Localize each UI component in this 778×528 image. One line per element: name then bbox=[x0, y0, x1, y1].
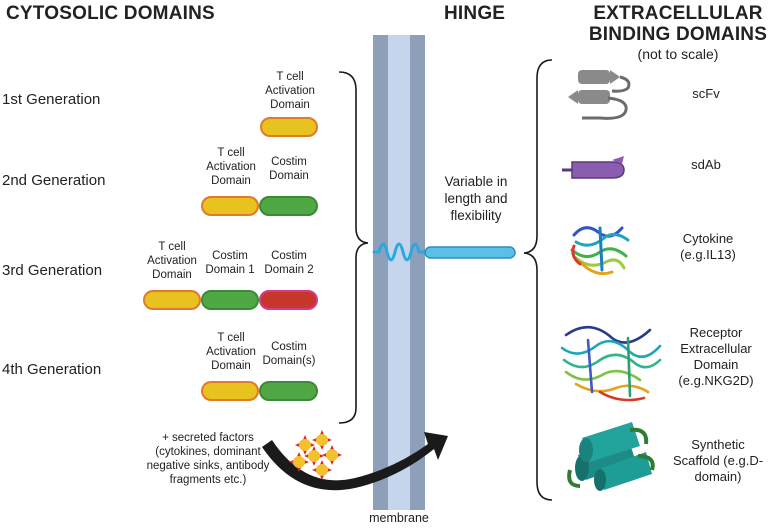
receptor-ecd-icon bbox=[560, 325, 662, 402]
cytosolic-heading: CYTOSOLIC DOMAINS bbox=[6, 3, 215, 24]
g4-costim-line2: Domain(s) bbox=[262, 355, 316, 367]
cytokine-icon bbox=[570, 226, 630, 276]
secreted-line3: negative sinks, antibody bbox=[146, 460, 270, 472]
synthetic-line3: domain) bbox=[694, 469, 742, 484]
hinge-description: Variable in length and flexibility bbox=[430, 173, 522, 224]
g2-costim-label: Costim Domain bbox=[259, 155, 319, 183]
hinge-text-line1: Variable in bbox=[444, 174, 508, 189]
g1-activation-domain bbox=[260, 117, 318, 137]
gen1-label: 1st Generation bbox=[2, 91, 101, 108]
g3-costim1-label: Costim Domain 1 bbox=[200, 249, 260, 277]
receptor-line4: (e.g.NKG2D) bbox=[678, 373, 754, 388]
synthetic-scaffold-icon bbox=[567, 422, 655, 491]
not-to-scale-note: (not to scale) bbox=[637, 46, 719, 62]
g4-tcell-label: T cell Activation Domain bbox=[200, 331, 262, 373]
g3-costim2-line1: Costim bbox=[271, 250, 307, 262]
membrane-label: membrane bbox=[369, 511, 429, 525]
gen3-label: 3rd Generation bbox=[2, 262, 103, 279]
g3-tcell-line1: T cell bbox=[158, 241, 186, 253]
g3-tcell-line2: Activation bbox=[147, 255, 197, 267]
g4-costim-domain bbox=[259, 381, 318, 401]
g4-costim-label: Costim Domain(s) bbox=[259, 340, 319, 368]
g3-costim2-line2: Domain 2 bbox=[264, 264, 314, 276]
g4-tcell-line2: Activation bbox=[206, 346, 256, 358]
g4-costim-line1: Costim bbox=[271, 341, 307, 353]
g1-tcell-label: T cell Activation Domain bbox=[259, 70, 321, 112]
g2-costim-line2: Domain bbox=[269, 170, 309, 182]
synthetic-label: Synthetic Scaffold (e.g.D- domain) bbox=[664, 437, 772, 485]
secreted-factors-text: + secreted factors (cytokines, dominant … bbox=[133, 431, 283, 487]
g3-tcell-label: T cell Activation Domain bbox=[142, 240, 202, 282]
secreted-line1: + secreted factors bbox=[162, 432, 254, 444]
g1-tcell-line2: Activation bbox=[265, 85, 315, 97]
secreted-line2: (cytokines, dominant bbox=[155, 446, 261, 458]
g2-activation-domain bbox=[201, 196, 259, 216]
secretion-arrow bbox=[262, 432, 448, 491]
sdab-icon bbox=[562, 156, 625, 179]
synthetic-line2: Scaffold (e.g.D- bbox=[672, 453, 764, 468]
g3-costim1-domain bbox=[201, 290, 259, 310]
cytokine-line1: Cytokine bbox=[682, 231, 734, 246]
extracellular-heading-line2: BINDING DOMAINS bbox=[588, 24, 768, 45]
receptor-line3: Domain bbox=[693, 357, 739, 372]
g1-tcell-line3: Domain bbox=[270, 99, 310, 111]
sdab-label: sdAb bbox=[691, 157, 721, 172]
receptor-label: Receptor Extracellular Domain (e.g.NKG2D… bbox=[666, 325, 766, 389]
g3-costim2-label: Costim Domain 2 bbox=[258, 249, 320, 277]
g2-tcell-line2: Activation bbox=[206, 161, 256, 173]
cytosolic-bracket bbox=[338, 71, 369, 424]
g4-tcell-line3: Domain bbox=[211, 360, 251, 372]
g3-costim2-domain bbox=[259, 290, 318, 310]
hinge-heading: HINGE bbox=[444, 3, 506, 24]
cytokine-label: Cytokine (e.g.IL13) bbox=[666, 231, 750, 263]
cytokine-line2: (e.g.IL13) bbox=[680, 247, 736, 262]
g2-tcell-line3: Domain bbox=[211, 175, 251, 187]
scfv-icon bbox=[568, 70, 631, 120]
g2-tcell-label: T cell Activation Domain bbox=[200, 146, 262, 188]
hinge-bar bbox=[424, 246, 516, 259]
hinge-text-line3: flexibility bbox=[450, 208, 502, 223]
synthetic-line1: Synthetic bbox=[691, 437, 745, 452]
gen4-label: 4th Generation bbox=[2, 361, 102, 378]
scfv-label: scFv bbox=[692, 86, 720, 101]
g3-tcell-line3: Domain bbox=[152, 269, 192, 281]
secreted-factor-icons bbox=[289, 430, 342, 480]
extracellular-heading-line1: EXTRACELLULAR bbox=[593, 3, 763, 24]
receptor-line2: Extracellular bbox=[680, 341, 752, 356]
membrane bbox=[373, 35, 425, 510]
g3-activation-domain bbox=[143, 290, 201, 310]
g3-costim1-line2: Domain 1 bbox=[205, 264, 255, 276]
g4-tcell-line1: T cell bbox=[217, 332, 245, 344]
g1-tcell-line1: T cell bbox=[276, 71, 304, 83]
extracellular-bracket bbox=[523, 59, 553, 501]
g3-costim1-line1: Costim bbox=[212, 250, 248, 262]
g2-costim-domain bbox=[259, 196, 318, 216]
receptor-line1: Receptor bbox=[689, 325, 743, 340]
g4-activation-domain bbox=[201, 381, 259, 401]
gen2-label: 2nd Generation bbox=[2, 172, 106, 189]
g2-costim-line1: Costim bbox=[271, 156, 307, 168]
g2-tcell-line1: T cell bbox=[217, 147, 245, 159]
hinge-text-line2: length and bbox=[444, 191, 508, 206]
secreted-line4: fragments etc.) bbox=[169, 474, 247, 486]
